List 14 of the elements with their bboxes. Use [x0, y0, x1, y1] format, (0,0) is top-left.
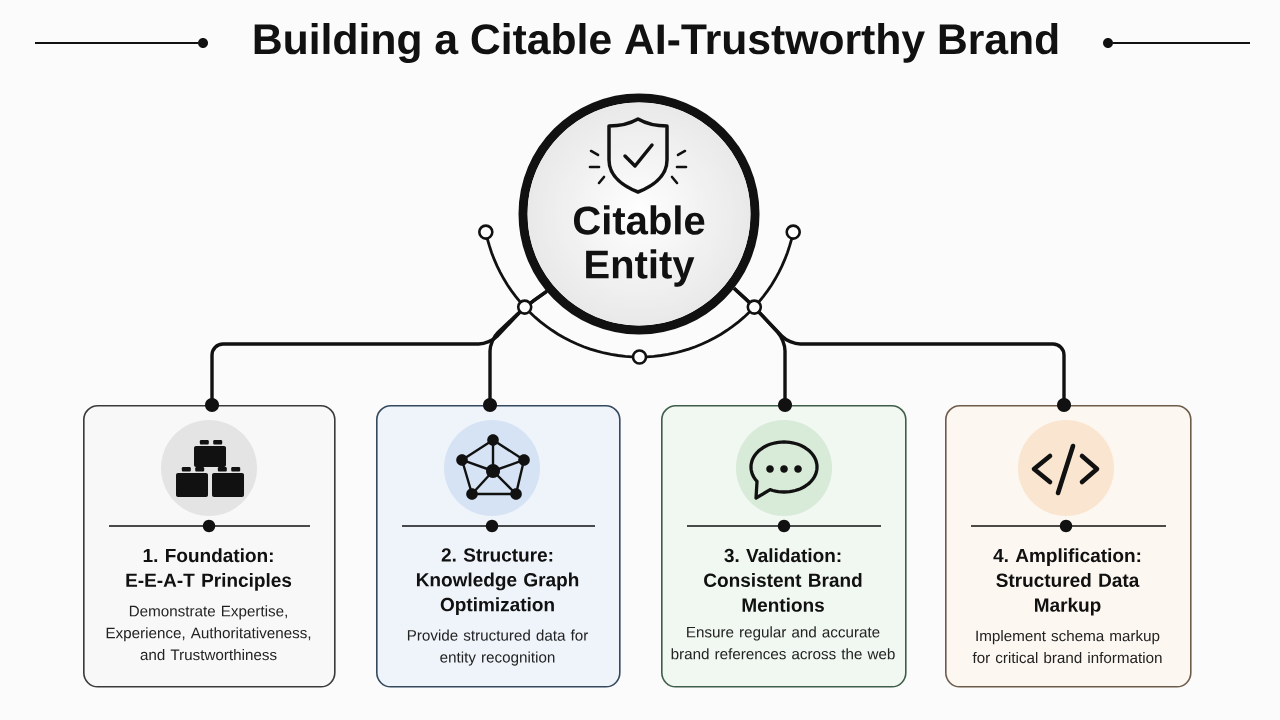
card-heading: 1. Foundation: E-E-A-T Principles	[126, 548, 292, 591]
card-heading: 3. Validation: Consistent Brand Mentions	[704, 548, 862, 612]
card-description: Ensure regular and accurate brand references across the web	[671, 626, 895, 660]
card	[661, 405, 907, 688]
hub-label: Citable Entity	[573, 205, 705, 287]
card-description: Provide structured data for entity recognition	[407, 629, 589, 666]
card	[376, 405, 621, 688]
card-description: Demonstrate Expertise, Experience, Authoritativeness, and Trustworthiness	[106, 605, 311, 661]
card-heading: 4. Amplification: Structured Data Markup	[993, 548, 1141, 616]
card	[945, 405, 1192, 688]
card-description: Implement schema markup for critical brand information	[972, 630, 1162, 664]
card-heading: 2. Structure: Knowledge Graph Optimization	[417, 548, 579, 616]
card	[83, 405, 336, 688]
title: Building a Citable AI-Trustworthy Brand	[254, 23, 1058, 63]
